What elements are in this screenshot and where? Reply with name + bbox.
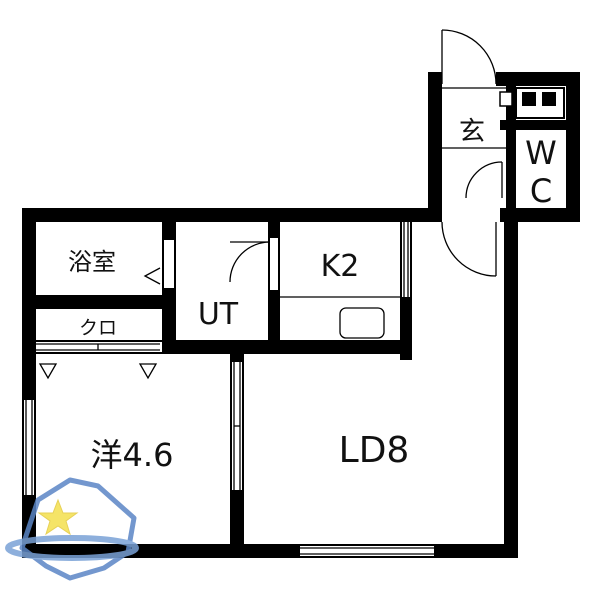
- room-label-wc-c: C: [530, 172, 552, 210]
- room-label-entrance: 玄: [459, 117, 485, 147]
- room-label-western-room: 洋4.6: [91, 436, 174, 474]
- room-label-living-dining: LD8: [339, 430, 410, 471]
- room-label-closet: クロ: [79, 317, 117, 339]
- room-label-kitchen: K2: [321, 249, 360, 284]
- room-label-utility: UT: [198, 297, 239, 332]
- room-label-wc-w: W: [525, 134, 557, 172]
- storage-boxes: [499, 87, 565, 119]
- walls: [22, 72, 580, 558]
- room-label-bath: 浴室: [68, 248, 116, 276]
- door-swings: [25, 29, 506, 555]
- star-hokkaido-logo: [5, 477, 139, 581]
